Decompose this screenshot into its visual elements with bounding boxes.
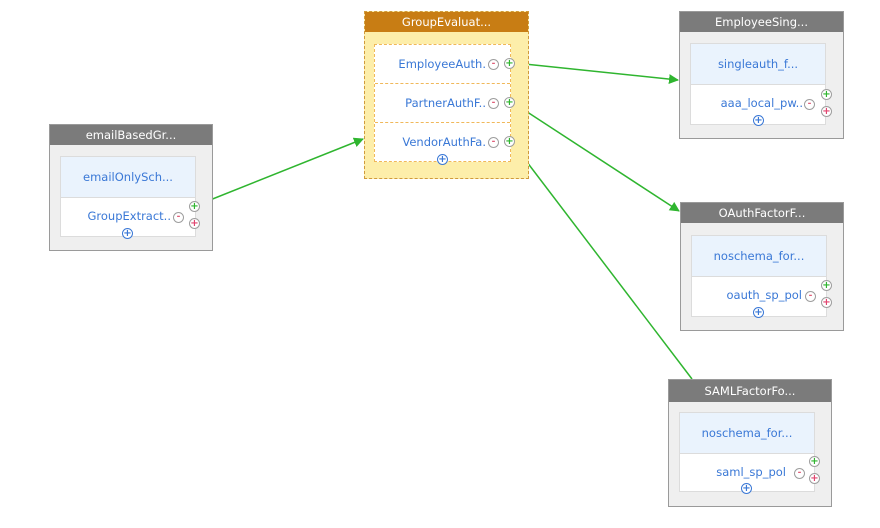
policy-label[interactable]: aaa_local_pw..	[720, 96, 803, 110]
schema-label[interactable]: singleauth_f...	[691, 44, 825, 85]
schema-label[interactable]: noschema_for...	[692, 236, 826, 277]
add-policy-icon[interactable]: +	[753, 307, 764, 318]
link-partnerauth-to-oauthfactor[interactable]	[514, 103, 680, 212]
node-saml-factor[interactable]: SAMLFactorFo... noschema_for... saml_sp_…	[668, 379, 832, 507]
node-title[interactable]: emailBasedGr...	[50, 125, 212, 145]
node-body: noschema_for... oauth_sp_pol - +	[691, 235, 827, 318]
schema-label[interactable]: emailOnlySch...	[61, 157, 195, 198]
add-next-factor-icon[interactable]: +	[504, 97, 515, 108]
node-title[interactable]: SAMLFactorFo...	[669, 380, 831, 402]
remove-row-icon[interactable]: -	[488, 98, 499, 109]
node-title[interactable]: GroupEvaluat...	[365, 12, 528, 32]
remove-row-icon[interactable]: -	[488, 59, 499, 70]
policy-row[interactable]: saml_sp_pol - +	[680, 453, 814, 494]
node-title[interactable]: EmployeeSing...	[680, 12, 843, 32]
node-email-based-group[interactable]: emailBasedGr... emailOnlySch... GroupExt…	[49, 124, 213, 251]
remove-policy-icon[interactable]: -	[794, 468, 805, 479]
add-next-factor-icon[interactable]: +	[821, 89, 832, 100]
add-next-factor-icon[interactable]: +	[504, 136, 515, 147]
policy-label[interactable]: saml_sp_pol	[716, 465, 786, 479]
remove-policy-icon[interactable]: -	[805, 291, 816, 302]
add-failure-factor-icon[interactable]: +	[809, 473, 820, 484]
node-body: emailOnlySch... GroupExtract.. - +	[60, 156, 196, 239]
add-failure-factor-icon[interactable]: +	[821, 297, 832, 308]
policy-row[interactable]: GroupExtract.. - +	[61, 197, 195, 239]
policy-row[interactable]: oauth_sp_pol - +	[692, 276, 826, 318]
group-row-employee[interactable]: EmployeeAuth. -	[375, 45, 510, 84]
node-title[interactable]: OAuthFactorF...	[681, 203, 843, 223]
node-body: noschema_for... saml_sp_pol - +	[679, 412, 815, 494]
link-groupextract-to-groupevaluat[interactable]	[199, 137, 364, 205]
group-row-label[interactable]: EmployeeAuth.	[398, 57, 486, 71]
add-next-factor-icon[interactable]: +	[809, 456, 820, 467]
remove-policy-icon[interactable]: -	[173, 212, 184, 223]
add-failure-factor-icon[interactable]: +	[821, 106, 832, 117]
remove-row-icon[interactable]: -	[488, 137, 499, 148]
add-row-icon[interactable]: +	[437, 154, 448, 165]
link-employeeauth-to-employeesing[interactable]	[514, 62, 679, 85]
add-next-factor-icon[interactable]: +	[821, 280, 832, 291]
node-body: EmployeeAuth. - PartnerAuthF.. - VendorA…	[374, 44, 511, 165]
group-row-vendor[interactable]: VendorAuthFa. - +	[375, 123, 510, 165]
policy-label[interactable]: GroupExtract..	[87, 209, 171, 223]
add-next-factor-icon[interactable]: +	[189, 201, 200, 212]
schema-label[interactable]: noschema_for...	[680, 413, 814, 454]
remove-policy-icon[interactable]: -	[804, 99, 815, 110]
node-body: singleauth_f... aaa_local_pw.. - +	[690, 43, 826, 126]
add-policy-icon[interactable]: +	[122, 228, 133, 239]
add-policy-icon[interactable]: +	[741, 483, 752, 494]
link-vendorauth-to-samlfactor[interactable]	[513, 144, 693, 380]
node-employee-single[interactable]: EmployeeSing... singleauth_f... aaa_loca…	[679, 11, 844, 139]
policy-label[interactable]: oauth_sp_pol	[726, 288, 803, 302]
group-row-partner[interactable]: PartnerAuthF.. -	[375, 84, 510, 123]
node-oauth-factor[interactable]: OAuthFactorF... noschema_for... oauth_sp…	[680, 202, 844, 331]
group-row-label[interactable]: PartnerAuthF..	[405, 96, 486, 110]
add-next-factor-icon[interactable]: +	[504, 58, 515, 69]
group-row-label[interactable]: VendorAuthFa.	[402, 135, 486, 149]
policy-row[interactable]: aaa_local_pw.. - +	[691, 84, 825, 126]
add-policy-icon[interactable]: +	[753, 115, 764, 126]
add-failure-factor-icon[interactable]: +	[189, 218, 200, 229]
node-group-evaluation[interactable]: GroupEvaluat... EmployeeAuth. - PartnerA…	[364, 11, 529, 179]
